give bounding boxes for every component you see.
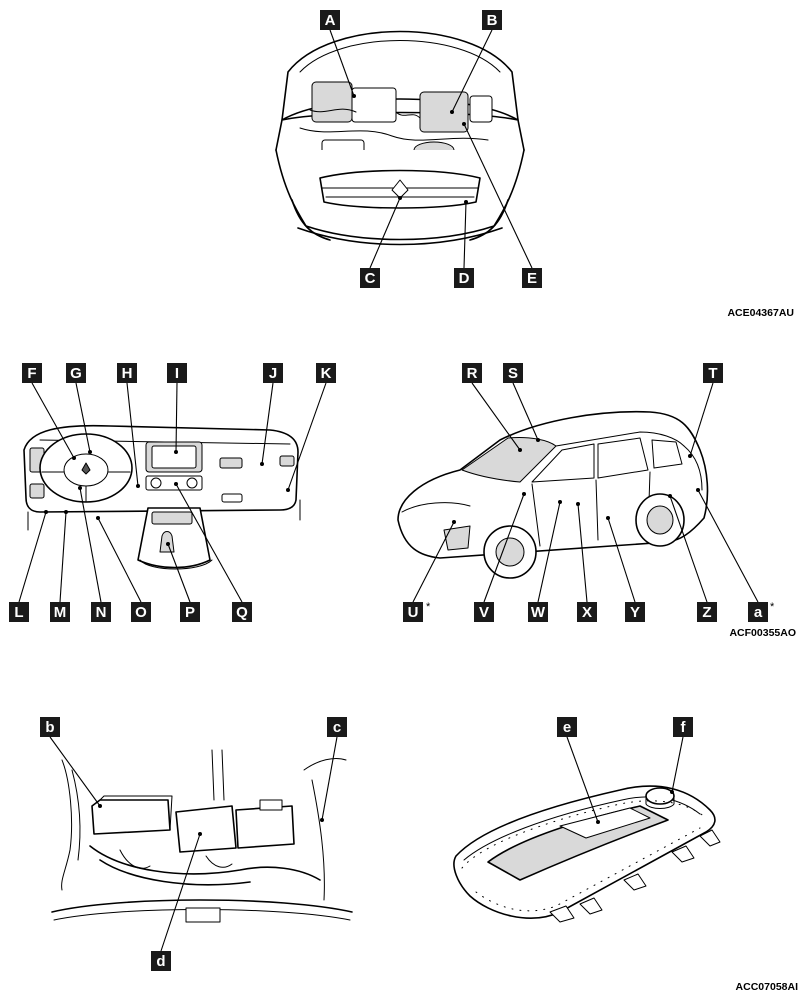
svg-text:T: T (708, 365, 717, 382)
label-b: b (40, 717, 60, 737)
svg-text:c: c (333, 719, 341, 736)
svg-text:a: a (754, 604, 763, 621)
engine-compartment-illustration (275, 30, 525, 246)
svg-text:E: E (527, 270, 537, 287)
label-U: U* (403, 601, 431, 622)
label-X: X (577, 602, 597, 622)
label-f: f (673, 717, 693, 737)
svg-text:A: A (325, 12, 336, 29)
figure-code-engine: ACE04367AU (727, 307, 794, 319)
svg-text:U: U (408, 604, 419, 621)
label-G: G (66, 363, 86, 383)
svg-text:f: f (681, 719, 687, 736)
engine-leader-lines (329, 29, 533, 269)
svg-text:R: R (467, 365, 478, 382)
label-e: e (557, 717, 577, 737)
battery-leader-lines (566, 736, 684, 824)
svg-text:X: X (582, 604, 592, 621)
vehicle-exterior-illustration (397, 410, 709, 579)
label-J: J (263, 363, 283, 383)
label-W: W (528, 602, 548, 622)
svg-text:M: M (54, 604, 67, 621)
label-a: a* (748, 601, 775, 622)
svg-text:Y: Y (630, 604, 640, 621)
label-I: I (167, 363, 187, 383)
svg-text:Z: Z (702, 604, 711, 621)
label-B: B (482, 10, 502, 30)
label-P: P (180, 602, 200, 622)
svg-text:P: P (185, 604, 195, 621)
label-D: D (454, 268, 474, 288)
label-c: c (327, 717, 347, 737)
label-V: V (474, 602, 494, 622)
figure-code-vehicle: ACF00355AO (729, 627, 796, 639)
figure-code-battery: ACC07058AI (736, 981, 799, 993)
svg-text:K: K (321, 365, 332, 382)
dashboard-leader-lines (18, 382, 327, 603)
svg-text:S: S (508, 365, 518, 382)
svg-text:D: D (459, 270, 470, 287)
label-Q: Q (232, 602, 252, 622)
label-d: d (151, 951, 171, 971)
label-T: T (703, 363, 723, 383)
svg-text:B: B (487, 12, 498, 29)
svg-text:L: L (14, 604, 23, 621)
label-O: O (131, 602, 151, 622)
label-C: C (360, 268, 380, 288)
svg-text:O: O (135, 604, 147, 621)
label-Z: Z (697, 602, 717, 622)
svg-text:W: W (531, 604, 546, 621)
svg-text:N: N (96, 604, 107, 621)
svg-text:J: J (269, 365, 277, 382)
svg-text:V: V (479, 604, 489, 621)
svg-text:C: C (365, 270, 376, 287)
label-N: N (91, 602, 111, 622)
svg-text:*: * (770, 601, 775, 613)
vehicle-leader-lines (412, 382, 759, 603)
drive-battery-illustration (453, 785, 721, 923)
label-K: K (316, 363, 336, 383)
label-L: L (9, 602, 29, 622)
label-Y: Y (625, 602, 645, 622)
svg-text:d: d (156, 953, 165, 970)
svg-text:G: G (70, 365, 82, 382)
label-R: R (462, 363, 482, 383)
svg-text:F: F (27, 365, 36, 382)
label-H: H (117, 363, 137, 383)
svg-text:I: I (175, 365, 179, 382)
motor-room-leader-lines (49, 736, 338, 952)
motor-room-illustration (51, 749, 353, 923)
label-A: A (320, 10, 340, 30)
svg-text:*: * (426, 601, 431, 613)
label-F: F (22, 363, 42, 383)
label-M: M (50, 602, 70, 622)
label-S: S (503, 363, 523, 383)
svg-text:e: e (563, 719, 571, 736)
dashboard-illustration (23, 424, 301, 570)
svg-text:Q: Q (236, 604, 248, 621)
svg-text:H: H (122, 365, 133, 382)
svg-text:b: b (45, 719, 54, 736)
label-E: E (522, 268, 542, 288)
